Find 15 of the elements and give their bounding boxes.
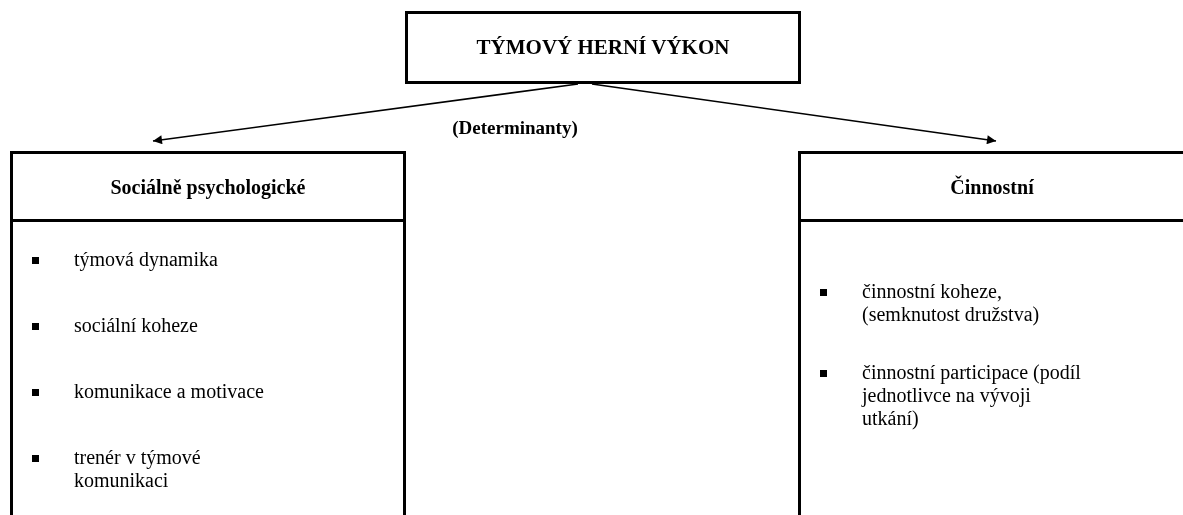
- arrow: [152, 83, 579, 145]
- list-item: komunikace a motivace: [74, 380, 265, 403]
- list-item: činnostní participace (podíl jednotlivce na vývoji utkání): [862, 361, 1082, 430]
- annotation-text: (Determinanty): [451, 116, 579, 140]
- panel-heading: Činnostní: [950, 174, 1034, 200]
- title-box: [405, 11, 801, 84]
- arrow: [591, 83, 997, 145]
- title-text: TÝMOVÝ HERNÍ VÝKON: [476, 33, 730, 61]
- panel-heading: Sociálně psychologické: [110, 174, 306, 201]
- category-panel: [10, 151, 406, 515]
- list-item: sociální koheze: [74, 314, 199, 337]
- category-panel: [798, 151, 1183, 515]
- list-item: činnostní koheze, (semknutost družstva): [862, 280, 1041, 326]
- list-item: trenér v týmové komunikaci: [74, 446, 202, 492]
- list-item: týmová dynamika: [74, 248, 219, 271]
